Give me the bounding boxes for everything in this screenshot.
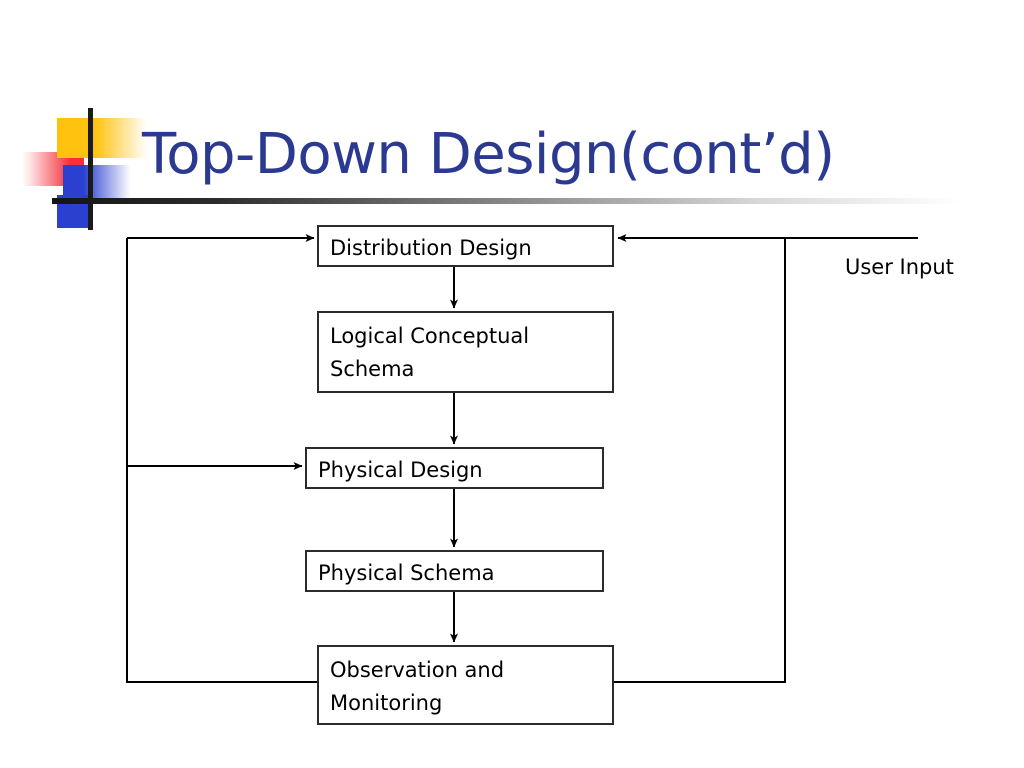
node-physical-schema[interactable]: Physical Schema: [305, 550, 604, 592]
node-observation-and-monitoring[interactable]: Observation and Monitoring: [317, 645, 614, 725]
slide-header: Top-Down Design(cont’d): [0, 0, 1024, 230]
annotation-user-input: User Input: [845, 255, 954, 279]
node-label: Observation and: [330, 658, 505, 682]
node-logical-conceptual-schema[interactable]: Logical Conceptual Schema: [317, 311, 614, 393]
title-underline-rule: [52, 198, 960, 204]
node-label: Physical Schema: [318, 561, 495, 585]
node-label: Distribution Design: [330, 236, 532, 260]
node-physical-design[interactable]: Physical Design: [305, 447, 604, 489]
node-label: Logical Conceptual: [330, 324, 530, 348]
node-label: Physical Design: [318, 458, 483, 482]
edge-observation-right-bus: [614, 238, 786, 683]
node-label-line2: Monitoring: [330, 691, 443, 715]
page-title: Top-Down Design(cont’d): [142, 122, 835, 187]
decoration-vertical-rule: [88, 108, 93, 230]
node-label-line2: Schema: [330, 357, 415, 381]
edge-observation-left-bus: [126, 238, 317, 683]
decoration-yellow-gradient: [95, 118, 147, 158]
node-distribution-design[interactable]: Distribution Design: [317, 225, 614, 267]
